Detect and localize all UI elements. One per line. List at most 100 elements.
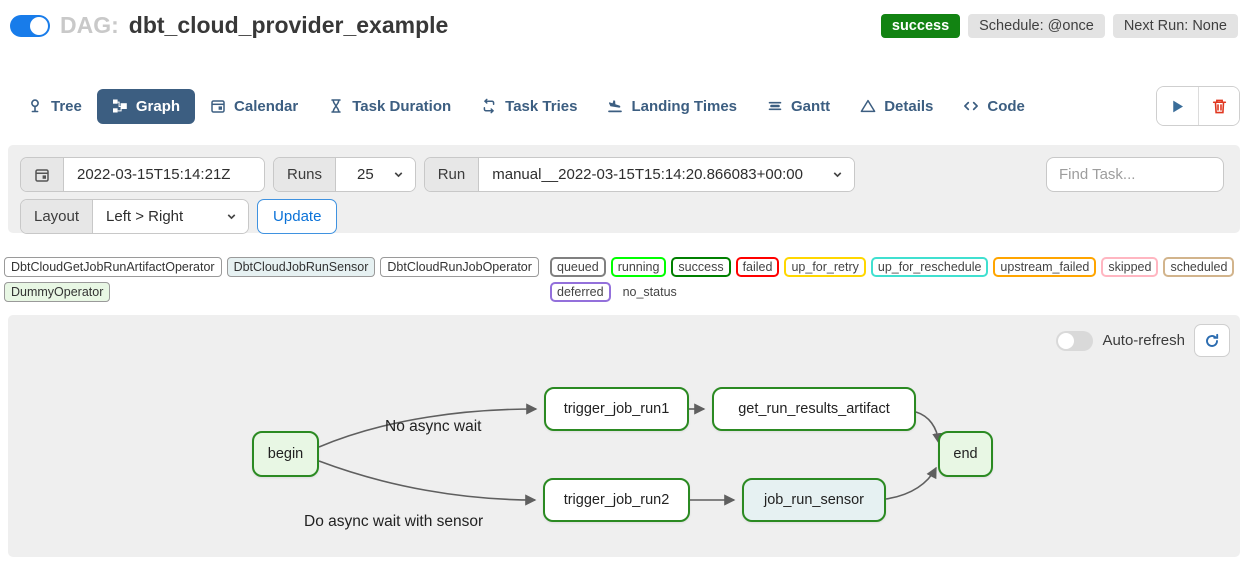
dag-node-end[interactable]: end bbox=[938, 431, 993, 477]
trigger-dag-button[interactable] bbox=[1157, 87, 1198, 125]
status-badge-success[interactable]: success bbox=[671, 257, 731, 277]
status-badge-deferred[interactable]: deferred bbox=[550, 282, 611, 302]
status-badge-failed[interactable]: failed bbox=[735, 257, 780, 277]
dag-node-begin[interactable]: begin bbox=[252, 431, 319, 477]
next-run-badge: Next Run: None bbox=[1112, 14, 1238, 38]
dag-edge-get_run_results_artifact>end bbox=[915, 411, 944, 445]
dag-node-trigger_job_run1[interactable]: trigger_job_run1 bbox=[544, 387, 689, 431]
filter-row-2: Layout Left > Right Update bbox=[20, 199, 1228, 234]
operator-badge: DbtCloudRunJobOperator bbox=[380, 257, 539, 277]
tab-graph[interactable]: Graph bbox=[96, 88, 196, 124]
find-task-input[interactable] bbox=[1046, 157, 1224, 192]
dag-header: DAG: dbt_cloud_provider_example success … bbox=[10, 12, 1238, 39]
dag-prefix-label: DAG: bbox=[60, 12, 119, 38]
edge-label: No async wait bbox=[385, 418, 482, 435]
tab-details[interactable]: Details bbox=[845, 89, 948, 124]
tab-task-tries[interactable]: Task Tries bbox=[466, 89, 592, 124]
dag-node-job_run_sensor[interactable]: job_run_sensor bbox=[742, 478, 886, 522]
execution-date-group bbox=[20, 157, 265, 192]
auto-refresh-toggle[interactable] bbox=[1056, 330, 1094, 351]
schedule-badge: Schedule: @once bbox=[968, 14, 1105, 38]
tab-label: Code bbox=[987, 97, 1025, 115]
warning-triangle-icon bbox=[860, 98, 876, 114]
status-badge-upstream_failed[interactable]: upstream_failed bbox=[993, 257, 1097, 277]
tab-label: Graph bbox=[135, 97, 181, 115]
tab-label: Calendar bbox=[234, 97, 299, 115]
status-badge-up_for_reschedule[interactable]: up_for_reschedule bbox=[870, 257, 989, 277]
runs-select-value: 25 bbox=[357, 166, 374, 183]
dag-edge-begin>trigger_job_run1 bbox=[318, 403, 538, 448]
tab-label: Gantt bbox=[791, 97, 831, 115]
dag-edges bbox=[318, 403, 944, 506]
auto-refresh-row: Auto-refresh bbox=[1056, 324, 1230, 357]
pin-icon bbox=[27, 98, 43, 114]
play-icon bbox=[1169, 98, 1186, 115]
toggle-knob-icon bbox=[1058, 332, 1075, 349]
tab-code[interactable]: Code bbox=[948, 89, 1040, 124]
code-icon bbox=[963, 98, 979, 114]
header-badges: success Schedule: @once Next Run: None bbox=[880, 14, 1238, 38]
tab-label: Landing Times bbox=[631, 97, 738, 115]
tab-landing-times[interactable]: Landing Times bbox=[592, 89, 752, 124]
filter-row-1: Runs 25 Run manual__2022-03-15T15:14:20.… bbox=[20, 157, 1228, 192]
dag-edge-job_run_sensor>end bbox=[885, 466, 937, 500]
status-badge[interactable]: success bbox=[880, 14, 961, 38]
runs-label: Runs bbox=[274, 158, 337, 191]
dag-pause-toggle[interactable] bbox=[10, 14, 50, 37]
status-badge-up_for_retry[interactable]: up_for_retry bbox=[784, 257, 866, 277]
run-group: Run manual__2022-03-15T15:14:20.866083+0… bbox=[423, 157, 855, 192]
tab-calendar[interactable]: Calendar bbox=[195, 89, 313, 124]
calendar-icon bbox=[210, 98, 226, 114]
operator-badge: DbtCloudJobRunSensor bbox=[226, 257, 376, 277]
tab-label: Task Tries bbox=[505, 97, 578, 115]
dag-node-trigger_job_run2[interactable]: trigger_job_run2 bbox=[543, 478, 690, 522]
run-label: Run bbox=[424, 158, 480, 191]
tab-gantt[interactable]: Gantt bbox=[752, 89, 845, 124]
plane-landing-icon bbox=[607, 98, 623, 114]
tab-task-duration[interactable]: Task Duration bbox=[313, 89, 466, 124]
status-badge-queued[interactable]: queued bbox=[550, 257, 606, 277]
filter-panel: Runs 25 Run manual__2022-03-15T15:14:20.… bbox=[8, 145, 1240, 234]
sitemap-icon bbox=[112, 98, 128, 114]
auto-refresh-label: Auto-refresh bbox=[1102, 332, 1185, 349]
status-badge-skipped[interactable]: skipped bbox=[1101, 257, 1159, 277]
toggle-knob-icon bbox=[30, 16, 48, 35]
calendar-icon bbox=[34, 167, 50, 183]
dag-action-buttons bbox=[1156, 86, 1240, 126]
tab-tree[interactable]: Tree bbox=[12, 89, 97, 124]
status-badge-no_status[interactable]: no_status bbox=[615, 282, 684, 302]
refresh-icon bbox=[1204, 333, 1220, 349]
status-badge-running[interactable]: running bbox=[610, 257, 667, 277]
calendar-addon[interactable] bbox=[21, 158, 64, 191]
chevron-down-icon bbox=[394, 172, 403, 178]
chevron-down-icon bbox=[227, 214, 236, 220]
execution-date-input[interactable] bbox=[64, 158, 264, 191]
dag-node-get_run_results_artifact[interactable]: get_run_results_artifact bbox=[712, 387, 916, 431]
layout-label: Layout bbox=[21, 200, 94, 233]
dag-graph-panel: Auto-refresh begin trigger_job_run1 get_ru… bbox=[8, 315, 1240, 557]
tab-label: Details bbox=[884, 97, 934, 115]
chevron-down-icon bbox=[833, 172, 842, 178]
layout-group: Layout Left > Right bbox=[20, 199, 250, 234]
repeat-icon bbox=[481, 98, 497, 114]
dag-name-title: dbt_cloud_provider_example bbox=[128, 12, 449, 38]
run-select[interactable]: manual__2022-03-15T15:14:20.866083+00:00 bbox=[479, 158, 854, 191]
runs-group: Runs 25 bbox=[273, 157, 416, 192]
dag-title-row: DAG: dbt_cloud_provider_example bbox=[10, 12, 448, 39]
layout-select-value: Left > Right bbox=[106, 208, 184, 225]
run-select-value: manual__2022-03-15T15:14:20.866083+00:00 bbox=[492, 166, 803, 183]
tab-label: Tree bbox=[51, 97, 82, 115]
refresh-button[interactable] bbox=[1194, 324, 1230, 357]
status-badge-scheduled[interactable]: scheduled bbox=[1163, 257, 1235, 277]
dag-edge-begin>trigger_job_run2 bbox=[318, 460, 537, 506]
operator-badge: DummyOperator bbox=[4, 282, 111, 302]
layout-select[interactable]: Left > Right bbox=[93, 200, 249, 233]
hourglass-icon bbox=[328, 98, 344, 114]
runs-select[interactable]: 25 bbox=[336, 158, 415, 191]
edge-label: Do async wait with sensor bbox=[304, 513, 484, 530]
update-button[interactable]: Update bbox=[257, 199, 338, 234]
delete-dag-button[interactable] bbox=[1198, 87, 1239, 125]
